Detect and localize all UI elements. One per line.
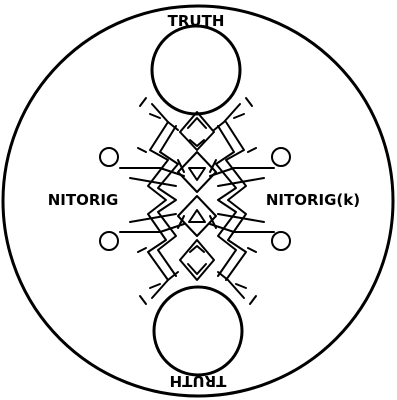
small-circle-lower-left (100, 232, 118, 250)
central-glyph (120, 98, 274, 304)
bottom-large-circle (154, 287, 242, 375)
small-circle-upper-left (100, 148, 118, 166)
small-circle-upper-right (272, 148, 290, 166)
top-large-circle (152, 26, 240, 114)
label-right: NITORIG(k) (266, 191, 360, 209)
label-bottom: TRUTH (170, 372, 227, 390)
label-left: NITORIG (48, 191, 119, 209)
label-top: TRUTH (168, 12, 225, 30)
small-circle-lower-right (272, 232, 290, 250)
